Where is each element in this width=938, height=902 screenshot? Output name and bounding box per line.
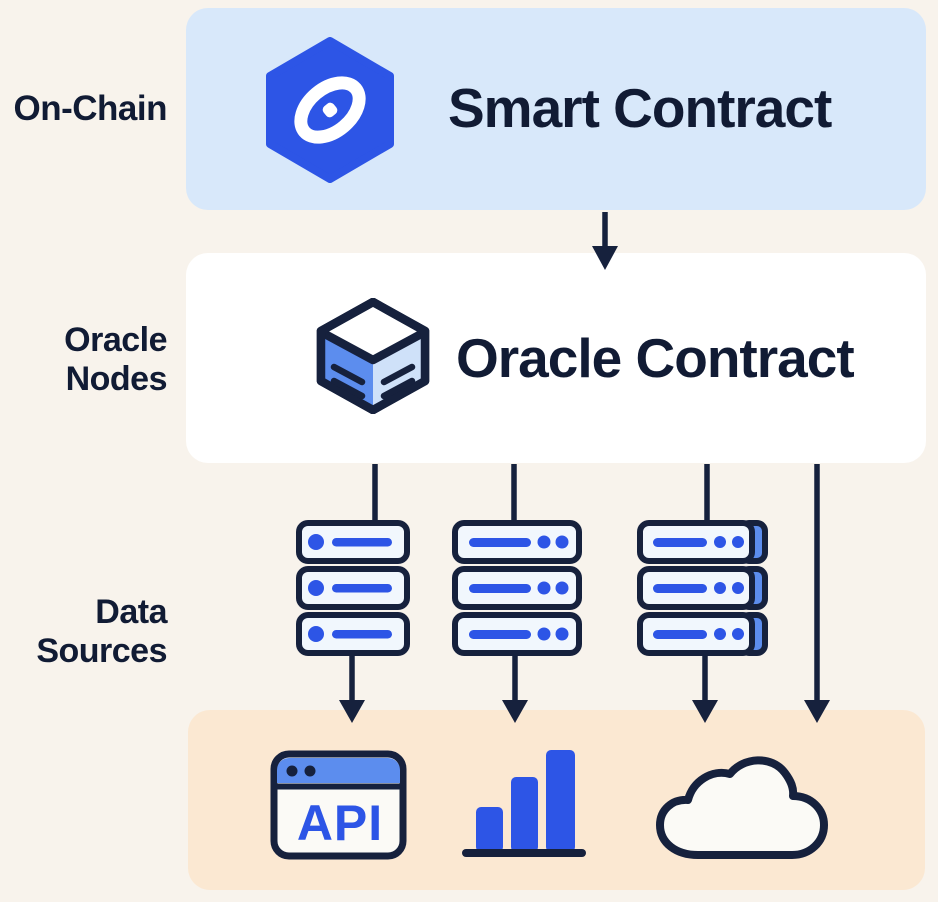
- server-stack-icon: [452, 520, 582, 656]
- row-label-data-sources: Data Sources: [36, 593, 167, 670]
- row-label-oracle-nodes: Oracle Nodes: [64, 321, 167, 398]
- bar-chart-icon: [462, 750, 586, 857]
- oracle-contract-title: Oracle Contract: [456, 327, 855, 389]
- smart-contract-title: Smart Contract: [448, 77, 832, 139]
- server-stack-icon: [296, 520, 410, 656]
- server-stack-icon: [637, 520, 768, 656]
- api-browser-icon: API: [270, 750, 407, 860]
- link-hexagon-icon: [266, 37, 394, 183]
- row-label-on-chain: On-Chain: [13, 89, 168, 128]
- api-label: API: [297, 795, 383, 851]
- cloud-icon: [656, 756, 828, 859]
- cube-icon: [316, 298, 430, 414]
- oracle-contract-node: [186, 253, 926, 463]
